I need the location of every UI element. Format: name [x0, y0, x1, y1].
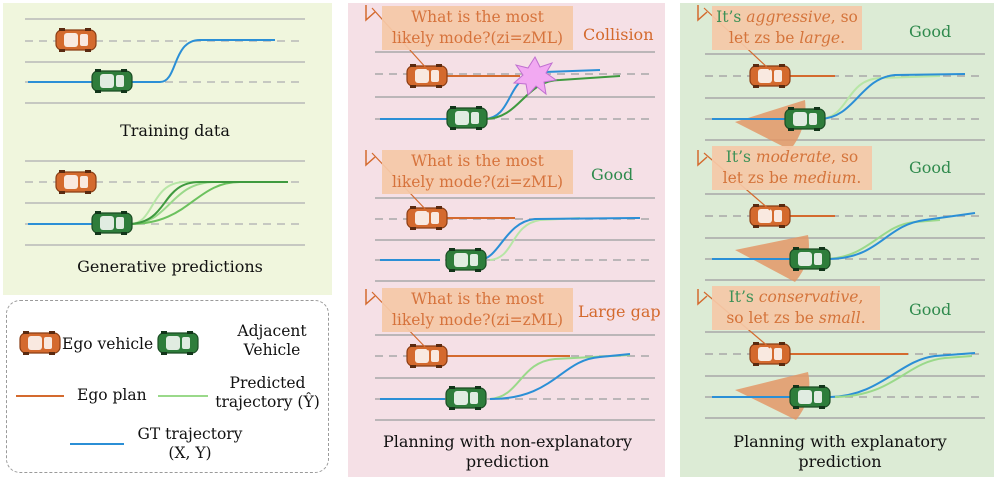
right-e1-line2-post: .: [840, 29, 845, 47]
generative-predictions-label: Generative predictions: [77, 257, 263, 276]
legend-symbols: [16, 330, 208, 445]
mid-q3-line1: What is the most: [411, 290, 544, 308]
right-e2-pre: It’s: [725, 148, 756, 166]
mid-scene-1: [365, 5, 655, 131]
legend-adjacent-line1: Adjacent: [237, 322, 307, 340]
mid-q2-line2: likely mode?(zi=zML): [391, 173, 564, 191]
mid-q2-line1: What is the most: [411, 152, 544, 170]
adjacent-car-icon: [784, 106, 826, 132]
right-caption-line1: Planning with explanatory: [733, 432, 947, 451]
adjacent-car-icon: [91, 210, 133, 236]
right-e3-post: ,: [858, 288, 864, 306]
right-e1-pre: It’s: [716, 8, 747, 26]
ego-car-icon: [749, 203, 791, 229]
mid-question-bubble-3: What is the most likely mode?(zi=zML): [382, 288, 573, 332]
adjacent-car-icon: [157, 330, 199, 356]
right-scene-2: [697, 150, 985, 282]
generative-scene: [25, 160, 305, 246]
ego-car-icon: [55, 27, 97, 53]
legend-ego-vehicle: Ego vehicle: [62, 335, 154, 353]
right-result-3: Good: [909, 300, 952, 319]
right-caption-line2: prediction: [798, 452, 882, 471]
mid-question-bubble-1: What is the most likely mode?(zi=zML): [382, 6, 573, 50]
right-e2-post: , so: [831, 148, 859, 166]
ego-car-icon: [406, 63, 448, 89]
ego-car-icon: [55, 169, 97, 195]
legend-gt: GT trajectory (X, Y): [130, 425, 250, 463]
mid-q1-line2: likely mode?(zi=zML): [391, 29, 564, 47]
ego-car-icon: [406, 205, 448, 231]
mid-question-bubble-2: What is the most likely mode?(zi=zML): [382, 150, 573, 194]
right-e3-pre: It’s: [728, 288, 759, 306]
training-panel: [3, 3, 332, 295]
mid-scene-2: [365, 150, 655, 282]
right-explanation-bubble-2: It’s moderate, so let zs be medium.: [712, 146, 872, 190]
mid-result-1: Collision: [583, 25, 654, 44]
right-caption: Planning with explanatory prediction: [690, 432, 990, 472]
right-e1-line2-pre: let zs be: [729, 29, 800, 47]
collision-burst-icon: [512, 55, 558, 97]
ego-car-icon: [749, 63, 791, 89]
right-scene-1: [697, 5, 985, 150]
right-e3-line2-em: small: [818, 309, 861, 327]
legend-adjacent-vehicle: Adjacent Vehicle: [232, 322, 312, 360]
legend-predicted-line1: Predicted: [229, 374, 306, 392]
right-e1-em: aggressive: [746, 8, 831, 26]
right-e2-line2-pre: let zs be: [722, 169, 793, 187]
mid-q3-line2: likely mode?(zi=zML): [391, 311, 564, 329]
mid-q1-line1: What is the most: [411, 8, 544, 26]
adjacent-car-icon: [91, 68, 133, 94]
mid-result-2: Good: [591, 165, 634, 184]
adjacent-car-icon: [445, 385, 487, 411]
mid-result-3: Large gap: [578, 302, 661, 321]
right-e2-line2-em: medium: [792, 169, 857, 187]
legend-box: [6, 300, 329, 473]
right-explanation-bubble-3: It’s conservative, so let zs be small.: [712, 286, 880, 330]
right-e3-line2-post: .: [860, 309, 866, 327]
mid-caption-line1: Planning with non-explanatory: [382, 432, 633, 451]
legend-ego-plan: Ego plan: [77, 386, 147, 404]
right-e3-line2-pre: so let zs be: [726, 309, 819, 327]
legend-predicted: Predicted trajectory (Ŷ): [210, 374, 325, 412]
training-data-label: Training data: [120, 121, 230, 140]
right-explanation-bubble-1: It’s aggressive, so let zs be large.: [712, 6, 862, 50]
adjacent-car-icon: [446, 105, 488, 131]
training-scene: [25, 18, 305, 104]
legend-gt-line2: (X, Y): [168, 444, 212, 462]
adjacent-car-icon: [445, 247, 487, 273]
mid-caption: Planning with non-explanatory prediction: [355, 432, 660, 472]
mid-caption-line2: prediction: [465, 452, 550, 471]
right-scene-3: [697, 289, 985, 420]
right-e2-line2-post: .: [856, 169, 862, 187]
ego-car-icon: [406, 343, 448, 369]
right-result-1: Good: [909, 22, 952, 41]
right-e1-line2-em: large: [799, 29, 841, 47]
adjacent-car-icon: [789, 384, 831, 410]
right-e2-em: moderate: [755, 148, 832, 166]
legend-gt-line1: GT trajectory: [137, 425, 243, 443]
adjacent-car-icon: [789, 246, 831, 272]
ego-car-icon: [749, 341, 791, 367]
legend-predicted-line2: trajectory (Ŷ): [215, 393, 320, 411]
right-e1-post: , so: [830, 8, 858, 26]
ego-car-icon: [19, 330, 61, 356]
right-result-2: Good: [909, 158, 952, 177]
legend-adjacent-line2: Vehicle: [243, 341, 301, 359]
right-e3-em: conservative: [758, 288, 859, 306]
